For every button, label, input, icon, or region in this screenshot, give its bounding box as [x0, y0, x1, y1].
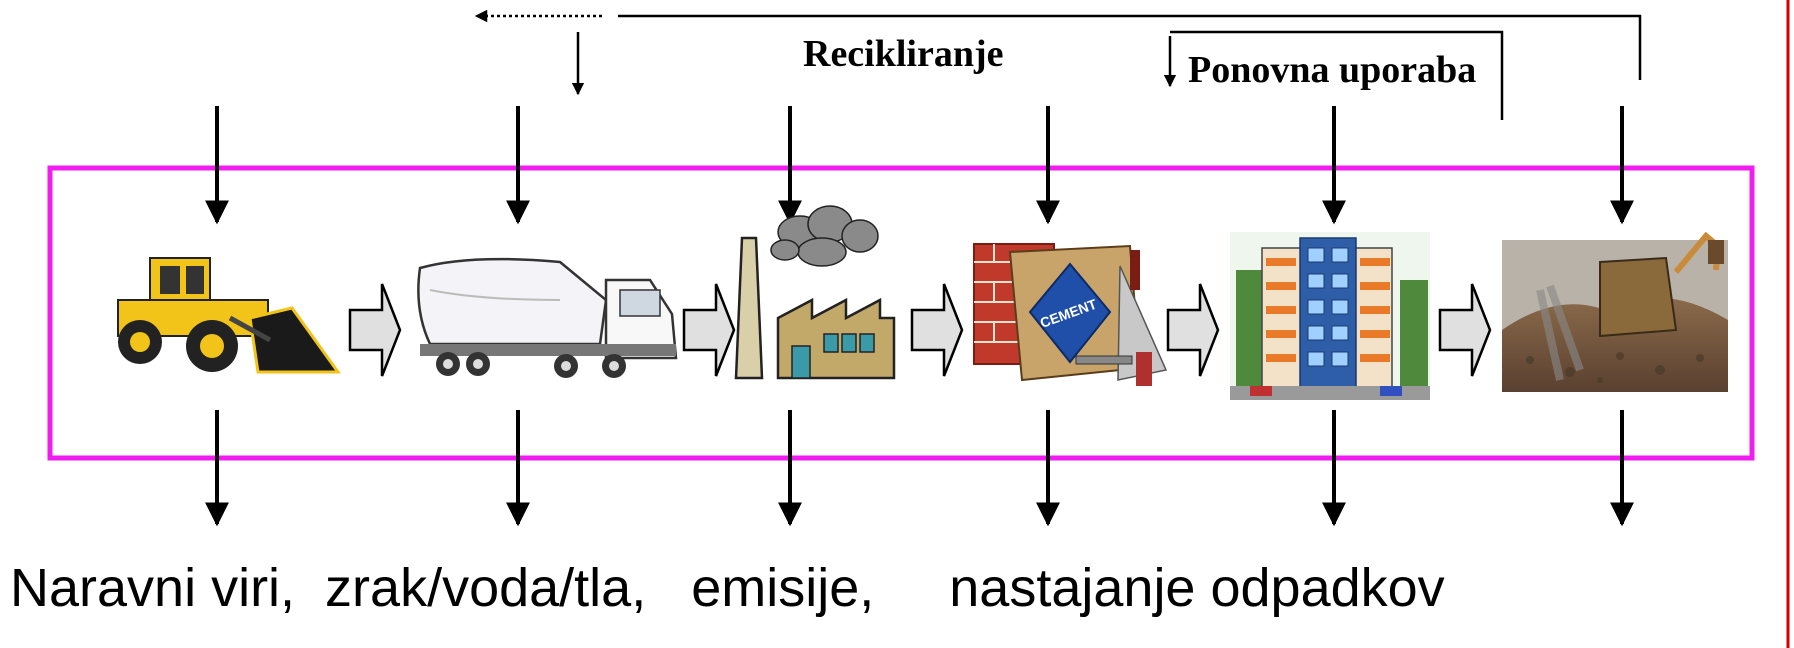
output-arrows [205, 410, 1634, 527]
flow-arrow-3 [910, 283, 964, 377]
smoke-cloud-icon [770, 205, 879, 267]
recycling-label: Recikliranje [803, 33, 1004, 75]
reuse-label: Ponovna uporaba [1188, 49, 1476, 91]
feedback-lines [474, 9, 1642, 120]
flow-arrow-1 [348, 283, 402, 377]
flow-arrow-5 [1438, 283, 1492, 377]
cement-truck-icon [417, 257, 678, 378]
bottom-caption: Naravni viri, zrak/voda/tla, emisije, na… [10, 558, 1445, 618]
flow-arrow-4 [1166, 283, 1220, 377]
demolition-rubble-icon [1502, 231, 1728, 392]
factory-icon [734, 205, 896, 380]
flow-arrow-2 [682, 283, 736, 377]
input-arrows [205, 106, 1634, 225]
bulldozer-icon [117, 257, 341, 374]
cement-bag-icon: CEMENT [973, 243, 1168, 386]
apartment-building-icon [1230, 232, 1430, 400]
process-frame [47, 165, 1755, 461]
flow-arrows [348, 283, 1492, 377]
